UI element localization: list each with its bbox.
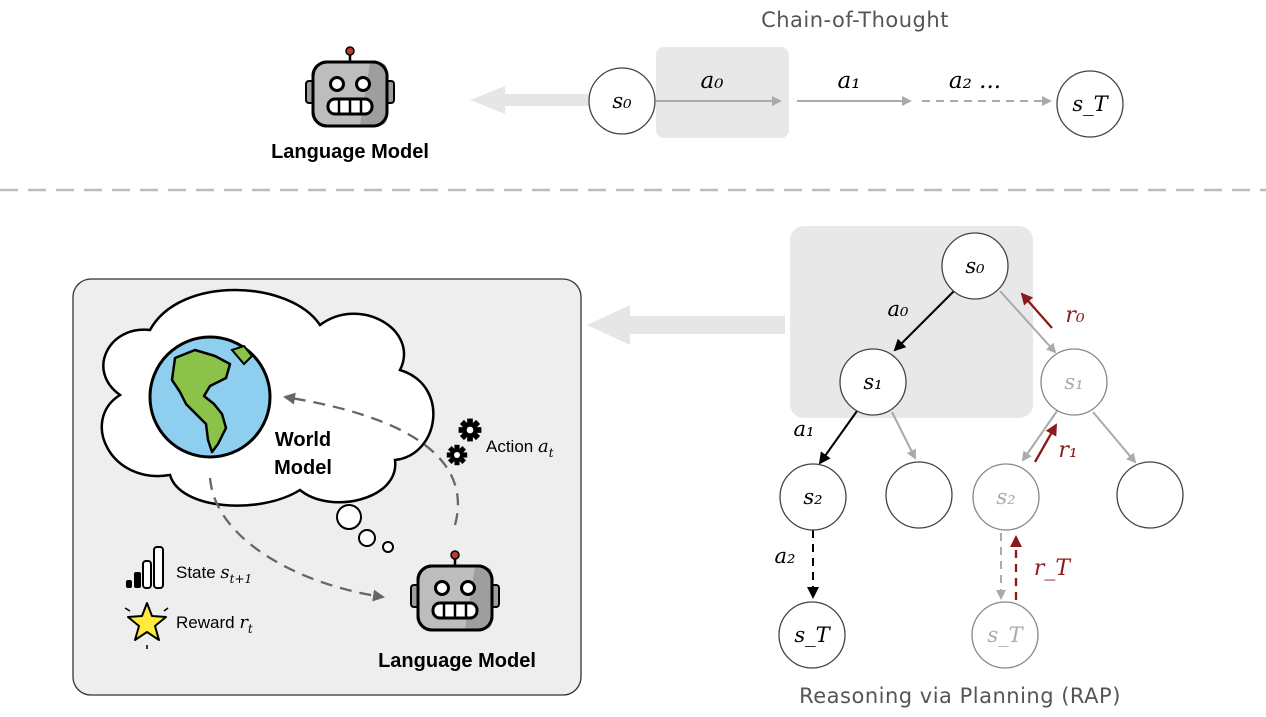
- rap-node-sT: [778, 601, 846, 669]
- rap-node-leaf-1: [885, 461, 953, 529]
- rap-s0-label: s₀: [965, 254, 985, 278]
- reward-arrow-r1: [1033, 423, 1058, 463]
- rap-sT-label: s_T: [794, 623, 831, 647]
- rap-edge-s0-s1-faded: [999, 290, 1057, 354]
- rap-node-leaf-2: [1116, 461, 1184, 529]
- rap-rT-label: r_T: [1034, 556, 1073, 581]
- rap-node-s1-faded: [1040, 348, 1108, 416]
- cot-title: Chain-of-Thought: [761, 8, 949, 32]
- world-model-panel: World Model Action at State st+1 Reward …: [72, 278, 582, 696]
- rap-s1-faded-label: s₁: [1064, 370, 1083, 394]
- state-flow-arrow: [208, 477, 385, 602]
- rap-a2-label: a₂: [775, 544, 796, 568]
- star-icon: [124, 602, 169, 649]
- rap-r1-label: r₁: [1058, 438, 1077, 463]
- world-model-line2: Model: [274, 457, 332, 479]
- rap-s1-label: s₁: [863, 370, 882, 394]
- cot-a2-label: a₂ ...: [949, 68, 1001, 94]
- rap-node-s0: [941, 232, 1009, 300]
- cot-a1-label: a₁: [838, 68, 861, 94]
- action-flow-arrow: [283, 392, 460, 526]
- cot-node-sT: [1056, 70, 1124, 138]
- rap-r0-label: r₀: [1065, 303, 1085, 328]
- rap-tree: s₀ s₁ s₁ s₂ s₂ s_T s_T a₀ a₁ a₂ r₀ r₁ r_…: [775, 226, 1184, 708]
- rap-s2-faded-label: s₂: [996, 485, 1015, 509]
- action-label: Action at: [486, 436, 554, 460]
- cot-a0-label: a₀: [701, 68, 724, 94]
- world-language-model-label: Language Model: [378, 650, 536, 672]
- rap-a1-label: a₁: [794, 417, 815, 441]
- world-model-label: World Model: [274, 429, 332, 479]
- rap-edge-s1-s2: [818, 410, 858, 465]
- rap-node-sT-faded: [971, 601, 1039, 669]
- rap-s2-label: s₂: [803, 485, 822, 509]
- world-model-line1: World: [275, 429, 331, 451]
- rap-edge-s0-s1: [893, 290, 955, 352]
- rap-a0-label: a₀: [888, 297, 910, 321]
- rap-node-s2-faded: [972, 463, 1040, 531]
- cot-robot-icon: [304, 45, 396, 128]
- chain-of-thought-section: Chain-of-Thought Language Model s₀ a₀ a₁…: [271, 8, 1124, 163]
- rap-edge-s1f-s2f: [1021, 410, 1058, 462]
- rap-sT-faded-label: s_T: [987, 623, 1024, 647]
- rap-big-arrow: [587, 305, 785, 345]
- thought-bubble-medium: [358, 529, 376, 547]
- cot-language-model-label: Language Model: [271, 141, 429, 163]
- rap-edge-s1f-leaf: [1092, 411, 1137, 464]
- cot-s0-label: s₀: [612, 89, 632, 113]
- rap-title: Reasoning via Planning (RAP): [799, 684, 1121, 708]
- rap-node-s2: [779, 463, 847, 531]
- cot-sT-label: s_T: [1072, 92, 1109, 116]
- cot-big-arrow: [470, 86, 590, 114]
- rap-node-s1: [839, 348, 907, 416]
- rap-edge-s1-leaf: [891, 411, 916, 460]
- signal-bars-icon: [126, 546, 164, 589]
- cot-node-s0: [588, 67, 656, 135]
- thought-bubble-small: [382, 541, 394, 553]
- thought-bubble-large: [336, 504, 362, 530]
- cot-highlight-box: [656, 47, 789, 138]
- globe-icon: [148, 335, 272, 459]
- reward-arrow-r0: [1020, 292, 1053, 329]
